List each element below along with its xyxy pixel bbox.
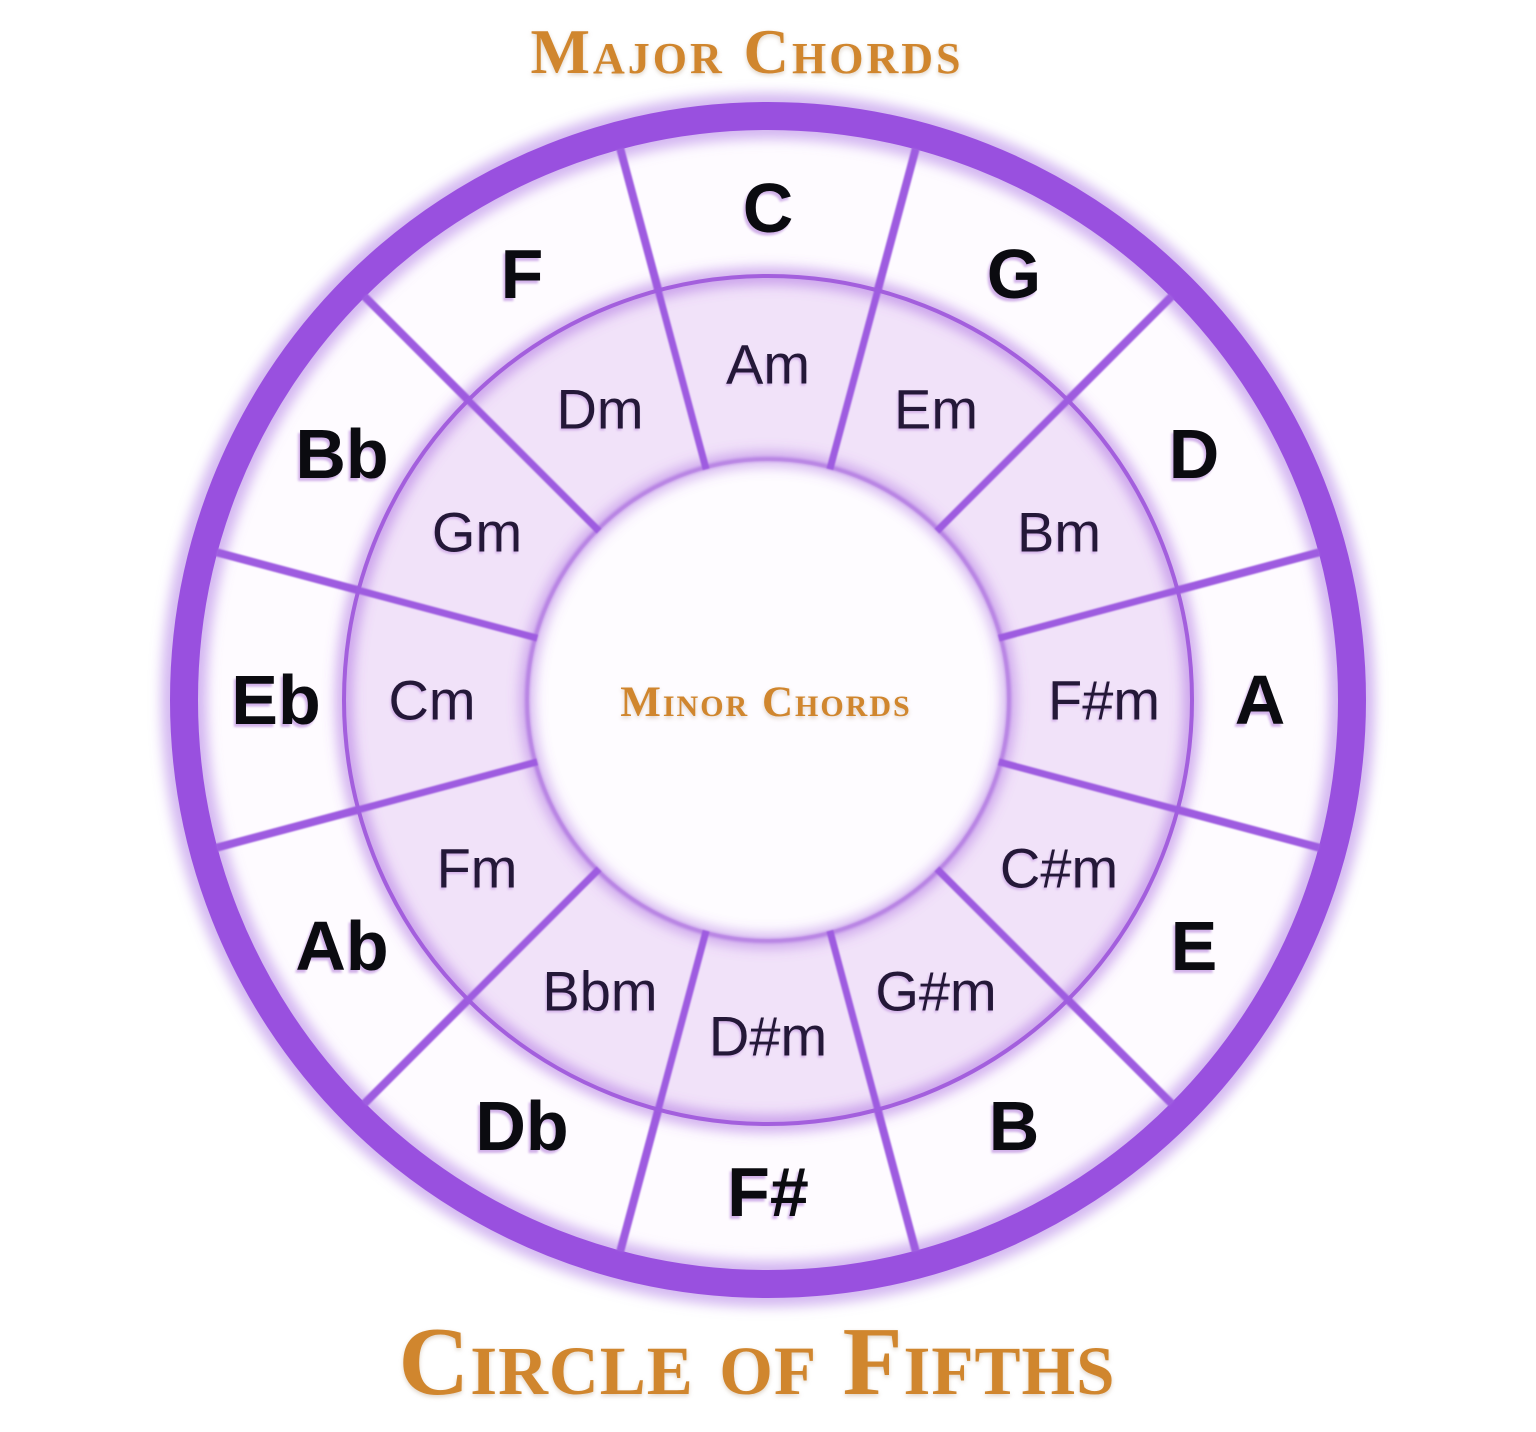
divider-line <box>355 586 539 642</box>
major-chord-a: A <box>1235 661 1286 739</box>
major-chord-e-flat: Eb <box>231 661 320 739</box>
center-circle-border <box>525 457 1011 943</box>
minor-chord-d-sharp-m: D#m <box>709 1005 827 1068</box>
major-chord-g: G <box>987 235 1041 313</box>
major-chord-d-flat: Db <box>475 1087 568 1165</box>
minor-chord-f-sharp-m: F#m <box>1048 669 1160 732</box>
center-circle <box>530 462 1006 938</box>
major-chord-f: F <box>501 235 544 313</box>
divider-line <box>934 866 1072 1004</box>
divider-line <box>826 929 882 1113</box>
major-chord-f-sharp: F# <box>727 1153 809 1231</box>
divider-line <box>826 287 882 471</box>
divider-line <box>215 548 360 595</box>
divider-line <box>873 147 920 292</box>
divider-line <box>934 396 1072 534</box>
divider-line <box>1176 805 1321 852</box>
divider-line <box>997 758 1181 814</box>
divider-line <box>215 805 360 852</box>
divider-line <box>1176 548 1321 595</box>
divider-line <box>361 996 472 1107</box>
major-chords-title: Major Chords <box>531 17 964 87</box>
minor-chord-dm: Dm <box>556 378 643 441</box>
minor-chords-title: Minor Chords <box>620 679 911 726</box>
minor-chord-em: Em <box>894 378 978 441</box>
divider-line <box>355 758 539 814</box>
major-chord-b: B <box>989 1087 1040 1165</box>
divider-line <box>873 1108 920 1253</box>
minor-chord-g-sharp-m: G#m <box>875 960 996 1023</box>
minor-chord-cm: Cm <box>388 669 475 732</box>
outer-ring-border <box>170 102 1366 1298</box>
divider-line <box>464 866 602 1004</box>
divider-line <box>654 929 710 1113</box>
minor-chord-b-flat-m: Bbm <box>542 960 657 1023</box>
minor-chord-bm: Bm <box>1017 501 1101 564</box>
minor-chord-fm: Fm <box>437 837 518 900</box>
divider-line <box>1064 996 1175 1107</box>
minor-chord-gm: Gm <box>432 501 522 564</box>
major-chord-a-flat: Ab <box>295 907 388 985</box>
divider-line <box>1064 293 1175 404</box>
major-chord-e: E <box>1171 907 1218 985</box>
major-chord-d: D <box>1169 415 1220 493</box>
minor-ring-dividers <box>355 287 1181 1113</box>
divider-line <box>997 586 1181 642</box>
major-ring-dividers <box>215 147 1321 1253</box>
circle-of-fifths-title: Circle of Fifths <box>398 1308 1115 1416</box>
wheel-graphic: C G D A E B F# Db Ab Eb Bb F Am Em Bm F#… <box>161 93 1375 1307</box>
minor-chord-labels: Am Em Bm F#m C#m G#m D#m Bbm Fm Cm Gm Dm <box>388 333 1160 1068</box>
divider-line <box>654 287 710 471</box>
minor-chord-am: Am <box>726 333 810 396</box>
divider-line <box>464 396 602 534</box>
divider-line <box>616 147 663 292</box>
divider-line <box>361 293 472 404</box>
minor-chord-c-sharp-m: C#m <box>1000 837 1118 900</box>
major-chord-b-flat: Bb <box>295 415 388 493</box>
minor-ring-outer-border <box>342 274 1194 1126</box>
major-chord-c: C <box>743 169 794 247</box>
divider-line <box>616 1108 663 1253</box>
major-chord-labels: C G D A E B F# Db Ab Eb Bb F <box>231 169 1285 1231</box>
